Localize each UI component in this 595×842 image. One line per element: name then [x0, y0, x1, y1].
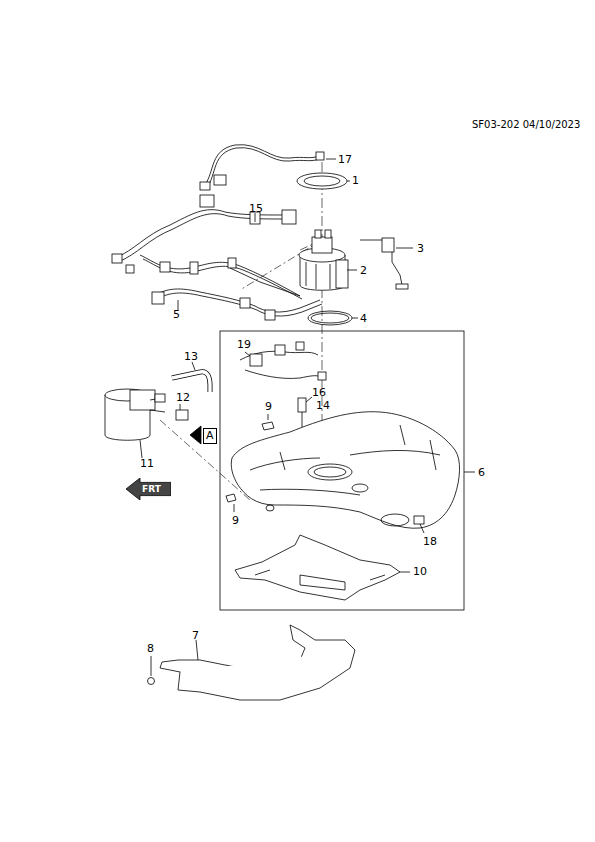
- callout-number: 12: [176, 391, 190, 404]
- callout-number: 1: [352, 174, 359, 187]
- callout-number: 14: [316, 399, 330, 412]
- callout-number: 16: [312, 386, 326, 399]
- callout-number: 5: [173, 308, 180, 321]
- document-code: SF03-202 04/10/2023: [472, 118, 580, 131]
- direction-arrow: FRT: [126, 478, 171, 500]
- callout-number: 8: [147, 642, 154, 655]
- view-box: A: [203, 428, 217, 444]
- callout-number: 15: [249, 202, 263, 215]
- callout-number: 13: [184, 350, 198, 363]
- callout-number: 9: [232, 514, 239, 527]
- callout-number: 4: [360, 312, 367, 325]
- direction-text: FRT: [142, 484, 171, 495]
- view-letter: A: [206, 430, 214, 442]
- callout-number: 11: [140, 457, 154, 470]
- callout-number: 6: [478, 466, 485, 479]
- callout-number: 9: [265, 400, 272, 413]
- callout-number: 17: [338, 153, 352, 166]
- callout-number: 7: [192, 629, 199, 642]
- callout-number: 3: [417, 242, 424, 255]
- callout-number: 18: [423, 535, 437, 548]
- callout-number: 2: [360, 264, 367, 277]
- callout-number: 19: [237, 338, 251, 351]
- callout-number: 10: [413, 565, 427, 578]
